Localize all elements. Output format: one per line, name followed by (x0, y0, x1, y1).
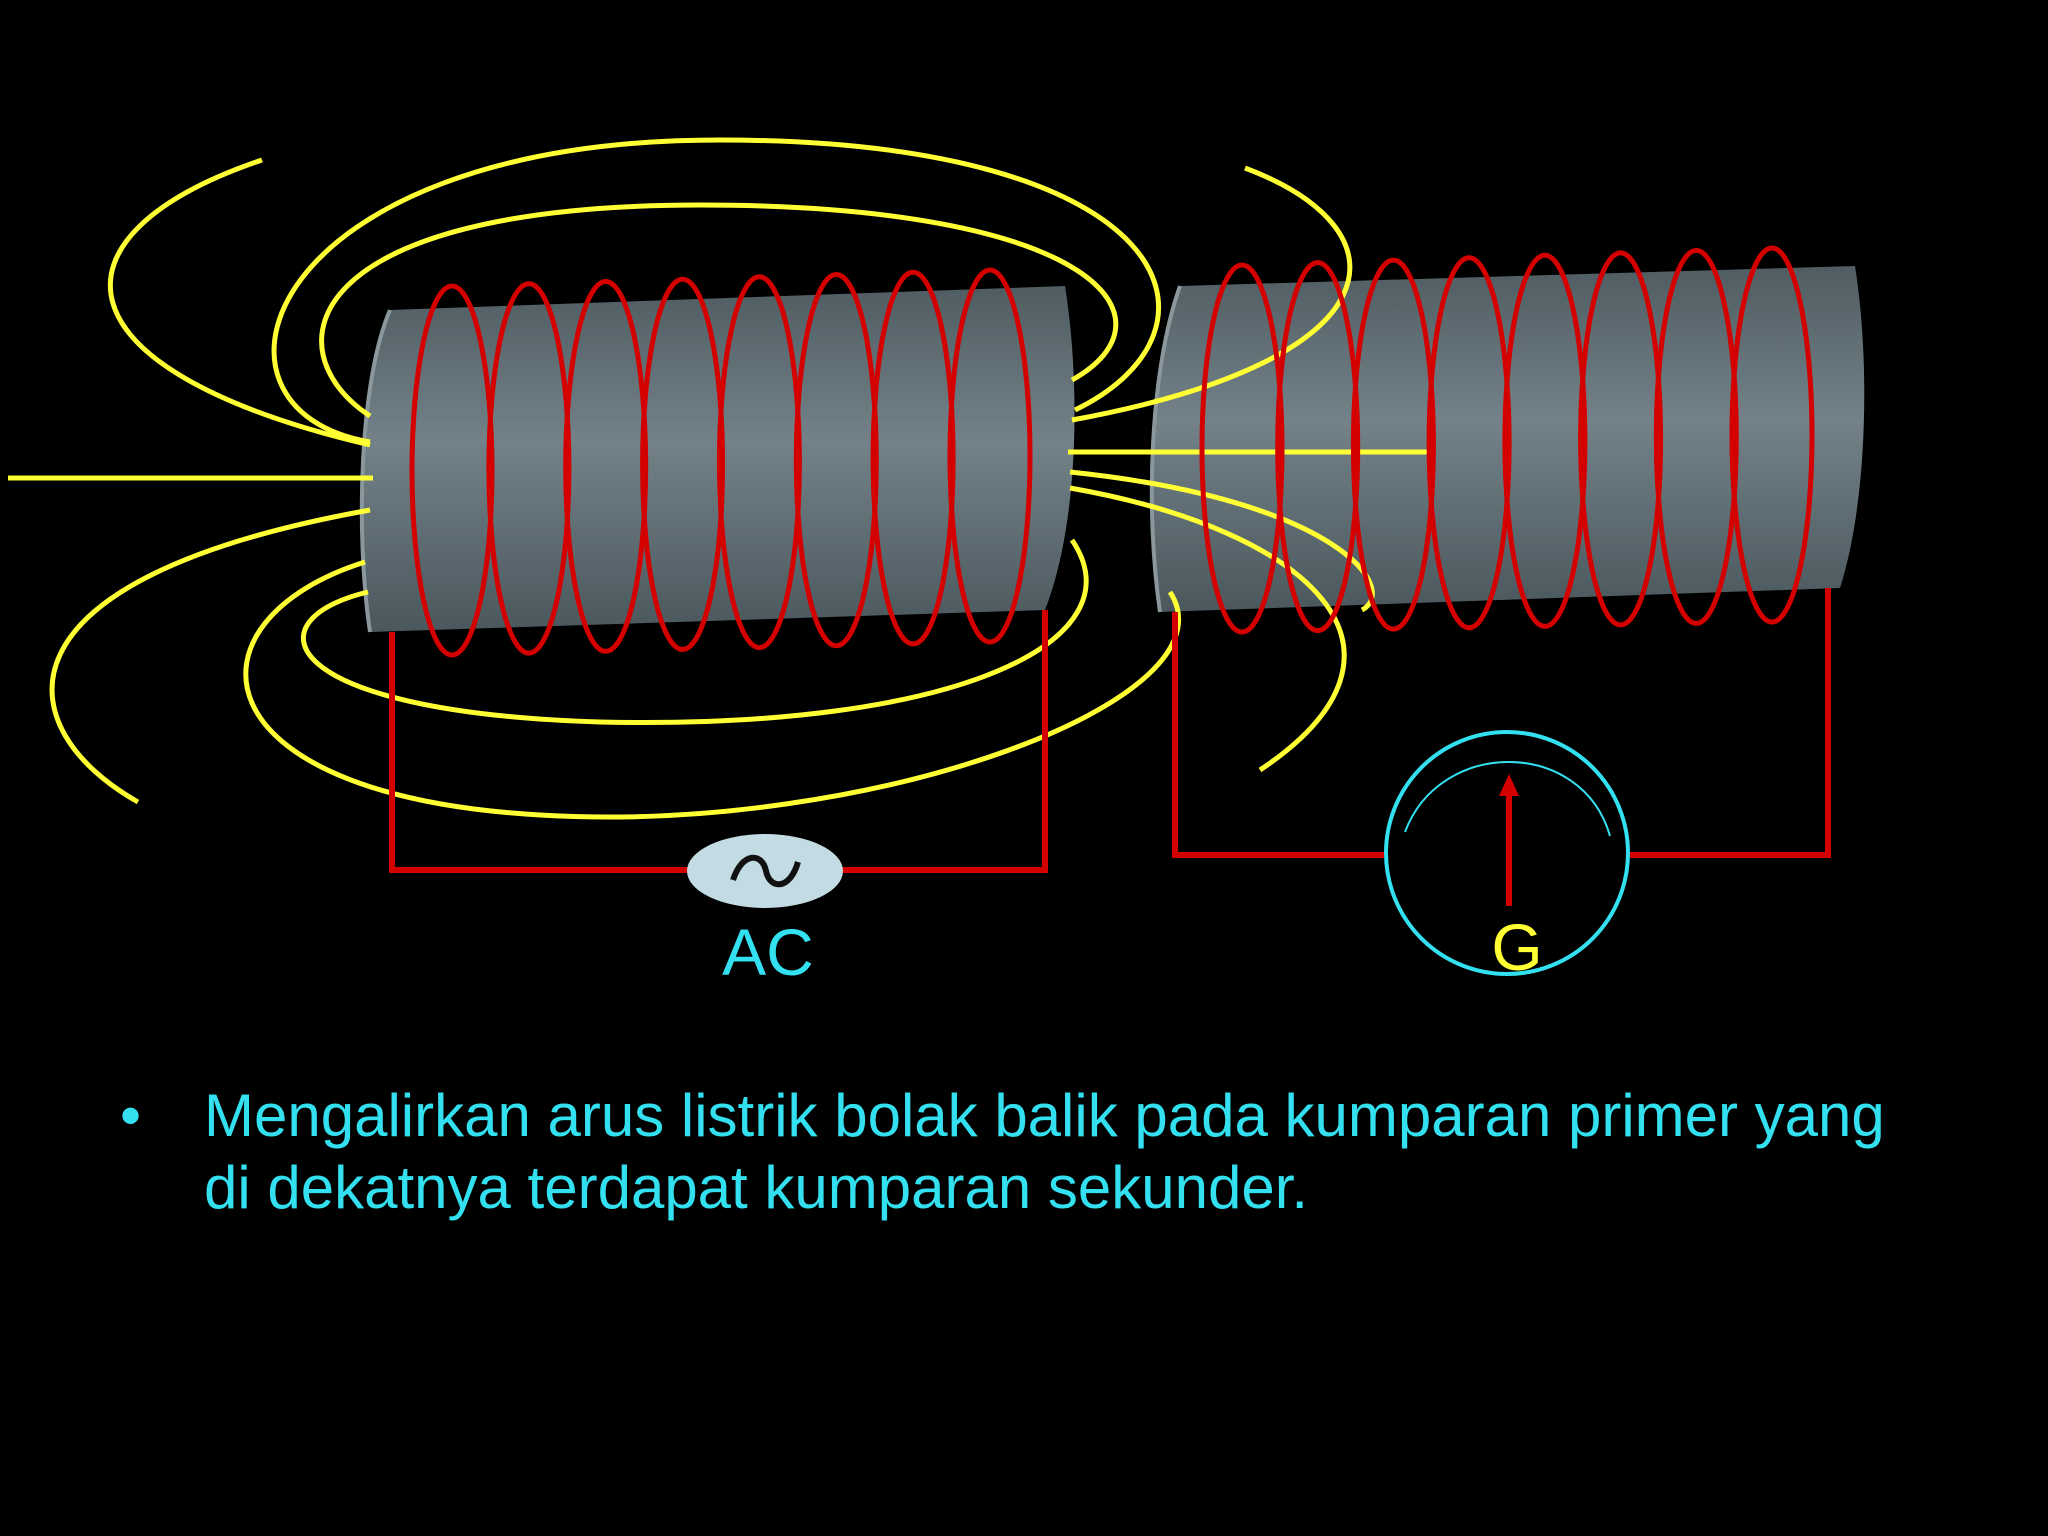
coil-turn (716, 274, 802, 651)
galvanometer (1384, 730, 1630, 976)
secondary-coil (1199, 245, 1815, 635)
arrow-up-icon (1499, 774, 1519, 796)
coil-turn (947, 267, 1033, 645)
coil-turn (1350, 257, 1436, 632)
ac-tilde-icon (730, 854, 801, 888)
coil-turn (640, 276, 726, 652)
coil-turn (1578, 250, 1664, 628)
coil-turn (1275, 260, 1361, 634)
galvanometer-label: G (1491, 910, 1542, 984)
coil-turn (409, 283, 495, 658)
coil-turn (486, 281, 572, 656)
primary-circuit-wire (389, 610, 1048, 873)
galvanometer-scale (1404, 761, 1611, 837)
bullet-text: Mengalirkan arus listrik bolak balik pad… (204, 1082, 1885, 1221)
coil-turn (1653, 247, 1739, 626)
secondary-circuit-wire (1172, 588, 1831, 858)
coil-turn (1502, 252, 1588, 629)
coil-turn (870, 269, 956, 647)
primary-coil (409, 267, 1033, 658)
bullet-item: • Mengalirkan arus listrik bolak balik p… (120, 1080, 1940, 1224)
coil-turn (563, 279, 649, 654)
coil-turn (793, 272, 879, 649)
coil-turn (1426, 255, 1512, 631)
bullet-list: • Mengalirkan arus listrik bolak balik p… (120, 1080, 1940, 1224)
bullet-mark: • (120, 1082, 142, 1149)
coil-turn (1199, 262, 1285, 635)
ac-source (687, 834, 843, 908)
ac-label: AC (722, 915, 814, 989)
magnetic-field-lines (8, 137, 1430, 820)
coil-turn (1729, 245, 1815, 625)
